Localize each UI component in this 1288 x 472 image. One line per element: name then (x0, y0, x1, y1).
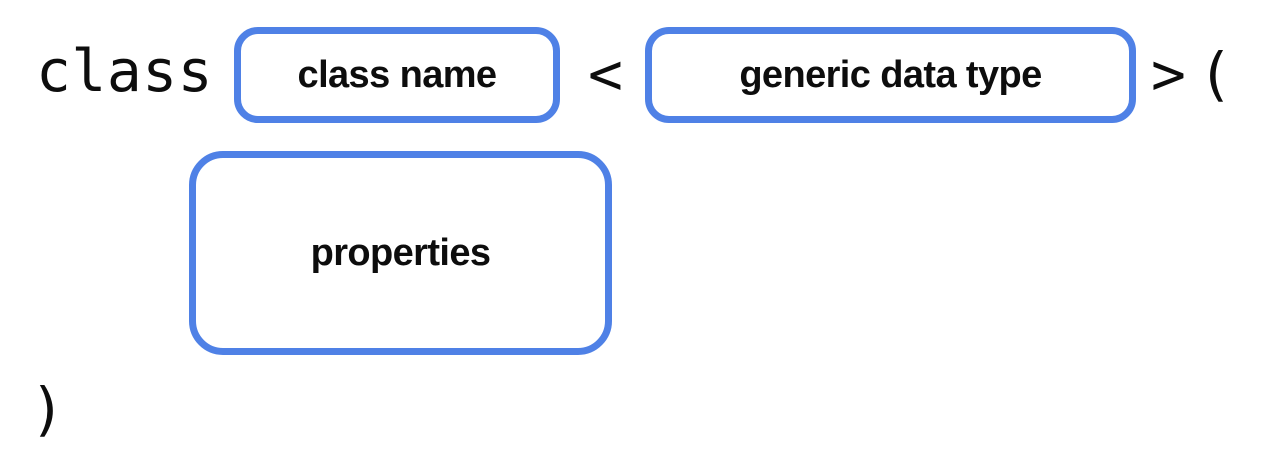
slot-properties[interactable]: properties (189, 151, 612, 355)
slot-class-name[interactable]: class name (234, 27, 560, 123)
slot-generic-data-type[interactable]: generic data type (645, 27, 1136, 123)
parenthesis-close-text: ) (30, 375, 65, 443)
keyword-class-text: class (36, 37, 214, 105)
angle-bracket-open-text: < (588, 40, 623, 108)
parenthesis-open-text: ( (1198, 40, 1233, 108)
slot-properties-label: properties (310, 232, 491, 274)
angle-bracket-close-text: > (1151, 40, 1186, 108)
slot-generic-data-type-label: generic data type (739, 54, 1042, 96)
slot-class-name-label: class name (297, 54, 498, 96)
